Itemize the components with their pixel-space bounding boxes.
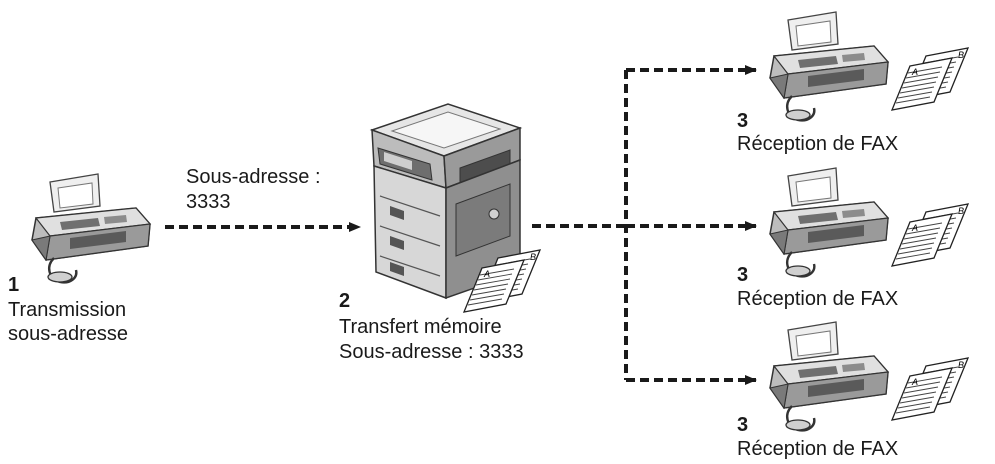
receiver-step-number: 3 — [737, 414, 749, 436]
fax-machine-icon — [30, 172, 152, 284]
relay-label-line2: Sous-adresse : 3333 — [339, 341, 524, 363]
sender-label-line1: Transmission — [8, 299, 127, 321]
document-pages-icon — [891, 203, 969, 267]
document-pages-icon — [891, 357, 969, 421]
receiver-label: Réception de FAX — [737, 133, 899, 155]
fax-machine-icon — [768, 10, 890, 122]
multifunction-printer-icon — [369, 103, 523, 300]
fax-machine-icon — [768, 166, 890, 278]
receiver-step-number: 3 — [737, 110, 749, 132]
link-label-line1: Sous-adresse : — [186, 166, 321, 188]
fax-machine-icon — [768, 320, 890, 432]
receiver-label: Réception de FAX — [737, 438, 899, 460]
receiver-step-number: 3 — [737, 264, 749, 286]
relay-label-line1: Transfert mémoire — [339, 316, 502, 338]
receiver-label: Réception de FAX — [737, 288, 899, 310]
sender-label-line2: sous-adresse — [8, 323, 129, 345]
relay-step-number: 2 — [339, 290, 351, 312]
document-pages-icon — [891, 47, 969, 111]
sender-step-number: 1 — [8, 274, 20, 296]
link-label-line2: 3333 — [186, 191, 231, 213]
